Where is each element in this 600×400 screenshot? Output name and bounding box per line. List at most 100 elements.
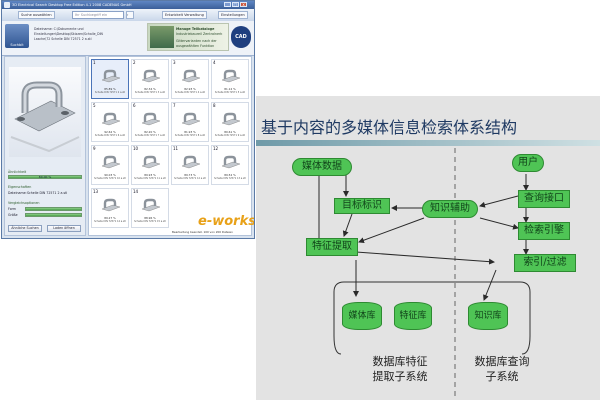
title-band — [256, 140, 600, 146]
close-icon[interactable]: x — [240, 2, 247, 7]
node-query-interface: 查询接口 — [518, 190, 570, 208]
clamp-part-icon — [141, 197, 161, 212]
result-score: 81.93 % — [184, 130, 196, 134]
result-filename: Schelle DIN 72571 4 a.stl — [174, 91, 206, 94]
compare-options-heading: Vergleichsoptionen — [8, 201, 40, 205]
result-number: 14 — [133, 189, 139, 194]
clamp-part-icon — [141, 68, 161, 83]
caption-line: 提取子系统 — [372, 370, 428, 383]
arrow-query-to-knowledge — [479, 195, 519, 208]
clamp-part-icon — [101, 68, 121, 83]
result-number: 7 — [173, 103, 176, 108]
clamp-part-icon — [221, 154, 241, 169]
maximize-icon[interactable]: □ — [232, 2, 239, 7]
caption-line: 数据库特征 — [372, 355, 428, 368]
result-number: 12 — [213, 146, 219, 151]
result-score: 82.34 % — [144, 87, 156, 91]
size-slider[interactable] — [25, 213, 82, 217]
file-value: Schelle DIN 72571 2 a.stl — [27, 191, 68, 195]
caption-extract-subsystem: 数据库特征 提取子系统 — [356, 354, 444, 384]
info-line: Lasche\72 Schelle DIN 72571 2 a.stl — [34, 37, 92, 41]
result-score: 89.73 % — [184, 173, 196, 177]
db-knowledge: 知识库 — [468, 302, 508, 330]
result-filename: Schelle DIN 72571 2 a.stl — [94, 91, 126, 94]
arrow-knowledge-to-extract — [358, 217, 425, 244]
result-filename: Schelle DIN 72571 6 a.stl — [94, 134, 126, 137]
result-score: 90.03 % — [104, 173, 116, 177]
result-filename: Schelle DIN 72571 8 a.stl — [174, 134, 206, 137]
db-media: 媒体库 — [342, 302, 382, 330]
result-number: 10 — [133, 146, 139, 151]
left-panel: Ähnlichkeit 80.00 % Eigenschaften Datein… — [4, 56, 86, 236]
result-number: 11 — [173, 146, 179, 151]
caption-query-subsystem: 数据库查询 子系统 — [458, 354, 546, 384]
result-filename: Schelle DIN 72571 9 a.stl — [214, 134, 246, 137]
form-slider[interactable] — [25, 207, 82, 211]
architecture-slide: 基于内容的多媒体信息检索体系结构 媒体数据 目标标识 — [256, 96, 600, 400]
result-number: 4 — [213, 60, 216, 65]
clamp-part-icon — [181, 154, 201, 169]
settings-button[interactable]: Einstellungen — [218, 11, 248, 19]
clamp-part-icon — [101, 111, 121, 126]
clamp-part-icon — [221, 111, 241, 126]
search-go-icon[interactable]: › — [126, 11, 134, 19]
banner-text: Industriebaureil Zentralnerk — [176, 32, 223, 36]
result-score: 80.61 % — [224, 130, 236, 134]
node-media-data: 媒体数据 — [292, 158, 352, 176]
arrow-target-to-extract — [342, 213, 353, 237]
app-window: 3D Electrical Search Desktop Free Editio… — [1, 0, 255, 239]
node-index-filter: 索引/过滤 — [514, 254, 576, 272]
result-number: 6 — [133, 103, 136, 108]
app-icon — [4, 2, 10, 8]
result-number: 5 — [93, 103, 96, 108]
result-number: 13 — [93, 189, 99, 194]
result-score: 85.89 % — [104, 87, 116, 91]
node-user: 用户 — [512, 154, 544, 172]
result-number: 9 — [93, 146, 96, 151]
clamp-part-icon — [101, 154, 121, 169]
open-button[interactable]: Laden öffnen — [47, 225, 81, 232]
result-thumbnail[interactable]: 7 81.93 %Schelle DIN 72571 8 a.stl — [171, 102, 209, 142]
result-thumbnail[interactable]: 8 80.61 %Schelle DIN 72571 9 a.stl — [211, 102, 249, 142]
promo-banner[interactable]: Manage Teilkataloge Industriebaureil Zen… — [147, 23, 229, 51]
node-target-mark: 目标标识 — [334, 198, 390, 214]
result-score: 89.93 % — [144, 173, 156, 177]
caption-line: 数据库查询 — [474, 355, 530, 368]
slide-title: 基于内容的多媒体信息检索体系结构 — [261, 118, 518, 137]
result-filename: Schelle DIN 72571 12 a.stl — [174, 177, 206, 180]
info-line: Dateiname: C:\Dokumente und — [34, 27, 84, 31]
search-select-button[interactable]: Suche auswählen — [18, 11, 55, 19]
properties-heading: Eigenschaften — [8, 185, 32, 189]
flow-arrows — [316, 174, 529, 301]
arrow-knowledge-to-engine — [479, 217, 519, 230]
search-mode-icon[interactable]: Suchbit — [5, 24, 29, 48]
node-search-engine: 检索引擎 — [518, 222, 570, 240]
minimize-icon[interactable]: _ — [224, 2, 231, 7]
search-input[interactable]: Ihr Suchbegriff ein — [72, 11, 124, 19]
result-thumbnail[interactable]: 11 89.73 %Schelle DIN 72571 12 a.stl — [171, 145, 209, 185]
result-score: 82.93 % — [184, 87, 196, 91]
window-title: 3D Electrical Search Desktop Free Editio… — [12, 3, 132, 7]
result-filename: Schelle DIN 72571 15 a.stl — [134, 220, 166, 223]
history-button[interactable]: Entwickelt Verwaltung — [162, 11, 207, 19]
similar-search-button[interactable]: Ähnliche Suchen — [8, 225, 42, 232]
size-label: Größe — [8, 213, 18, 217]
banner-text: Manage Teilkataloge — [176, 27, 215, 31]
clamp-3d-icon — [10, 81, 80, 153]
result-number: 8 — [213, 103, 216, 108]
result-thumbnail[interactable]: 1 85.89 %Schelle DIN 72571 2 a.stl — [91, 59, 129, 99]
result-filename: Schelle DIN 72571 5 a.stl — [214, 91, 246, 94]
result-score: 89.27 % — [104, 216, 116, 220]
info-bar: Suchbit Dateiname: C:\Dokumente und Eins… — [2, 21, 254, 56]
result-number: 1 — [93, 60, 96, 65]
